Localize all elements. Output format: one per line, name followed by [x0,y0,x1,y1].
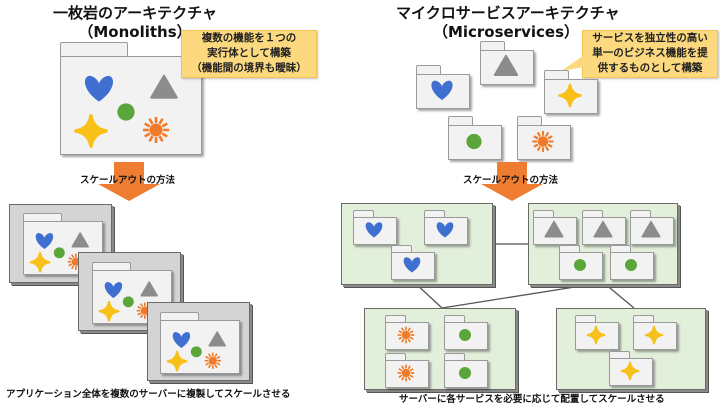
service-icon [533,210,575,243]
service-icon [353,210,395,243]
circle-icon [459,367,471,379]
service-folder-circle [559,245,601,278]
heart-icon [366,222,383,237]
service-icon [444,353,486,386]
sun-icon [398,365,415,382]
service-icon [559,245,601,278]
link-hearts-suns [415,283,442,308]
service-icon [385,353,427,386]
link-triangles-suns [442,283,600,308]
service-folder-star [609,351,651,384]
service-icon [385,315,427,348]
heart-icon [437,222,454,237]
service-icon [444,315,486,348]
service-folder-circle [610,245,652,278]
sun-icon [398,327,415,344]
service-folder-triangle [533,210,575,243]
triangle-icon [594,222,611,237]
service-folder-star [575,315,617,348]
triangle-icon [545,222,562,237]
service-folder-triangle [582,210,624,243]
service-folder-circle [444,353,486,386]
service-folder-sun [385,353,427,386]
microservices-caption: サーバーに各サービスを必要に応じて配置してスケールさせる [399,391,665,405]
service-folder-heart [391,245,433,278]
service-icon [630,210,672,243]
service-folder-heart [424,210,466,243]
service-icon [609,351,651,384]
service-icon [633,315,675,348]
triangle-icon [642,222,659,237]
circle-icon [625,259,637,271]
star-icon [622,363,639,380]
service-icon [582,210,624,243]
service-folder-star [633,315,675,348]
heart-icon [404,257,421,272]
service-icon [391,245,433,278]
service-folder-triangle [630,210,672,243]
service-icon [575,315,617,348]
star-icon [588,327,605,344]
circle-icon [574,259,586,271]
link-triangles-stars [604,283,634,308]
star-icon [646,327,663,344]
service-icon [610,245,652,278]
service-icon [424,210,466,243]
service-folder-circle [444,315,486,348]
circle-icon [459,329,471,341]
service-folder-heart [353,210,395,243]
service-folder-sun [385,315,427,348]
